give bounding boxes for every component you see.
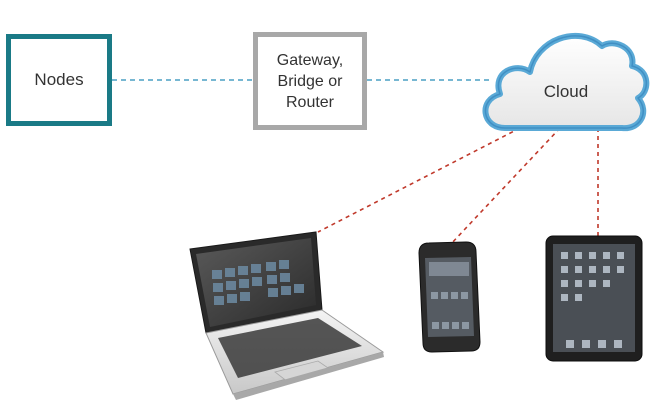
nodes-box: Nodes bbox=[6, 34, 112, 126]
cloud-icon: Cloud bbox=[482, 33, 650, 132]
smartphone-icon bbox=[418, 241, 481, 353]
nodes-label: Nodes bbox=[34, 70, 84, 89]
gateway-line-1: Gateway, bbox=[276, 51, 344, 69]
laptop-icon bbox=[189, 231, 385, 400]
link-cloud-phone bbox=[449, 127, 561, 246]
gateway-line-2: Bridge or bbox=[277, 72, 343, 90]
link-cloud-laptop bbox=[317, 127, 521, 233]
tablet-icon bbox=[545, 235, 643, 362]
cloud-label: Cloud bbox=[544, 82, 588, 101]
gateway-line-3: Router bbox=[285, 93, 335, 111]
gateway-box: Gateway, Bridge or Router bbox=[253, 32, 367, 130]
